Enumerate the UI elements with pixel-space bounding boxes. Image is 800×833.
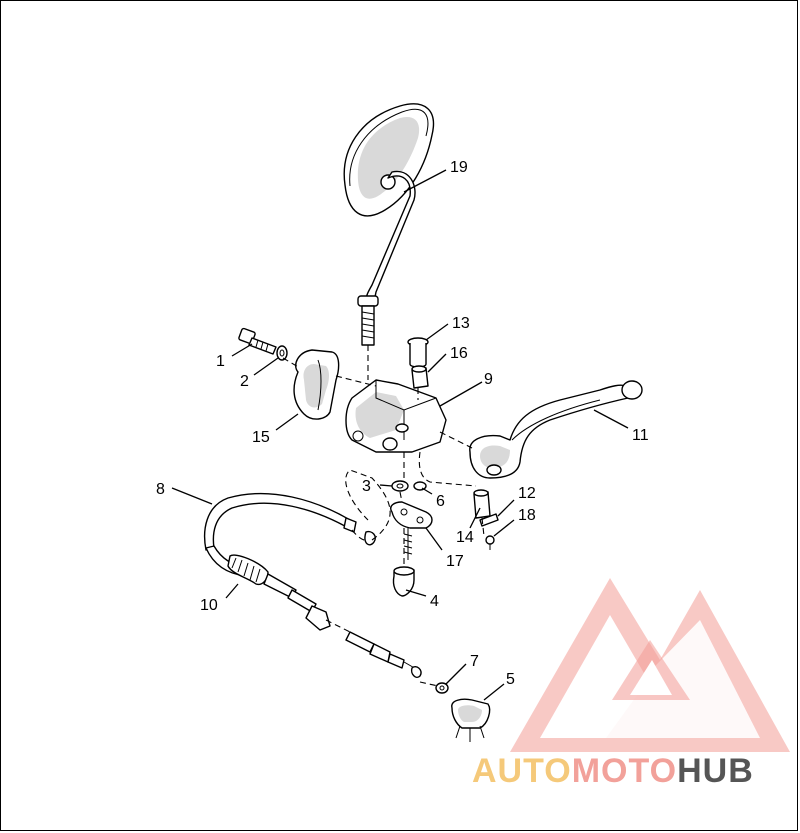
clamp-part-15 — [293, 349, 340, 420]
callout-1: 1 — [216, 353, 225, 370]
washer-part-7 — [435, 682, 449, 694]
watermark-text-moto: MOTO — [572, 752, 677, 790]
cable-adjuster-part-10 — [205, 545, 422, 678]
callout-15: 15 — [252, 429, 270, 446]
callout-16: 16 — [450, 345, 468, 362]
watermark-text-auto: AUTO — [472, 752, 572, 790]
washer-part-2 — [276, 345, 288, 361]
lever-part-11 — [469, 380, 643, 479]
callout-2: 2 — [240, 373, 249, 390]
callout-11: 11 — [632, 427, 649, 444]
svg-text:AUTOMOTOHUB: AUTOMOTOHUB — [472, 752, 754, 790]
plate-part-17 — [390, 501, 433, 560]
callout-10: 10 — [200, 597, 218, 614]
leader-lines — [171, 169, 629, 701]
callout-14: 14 — [456, 529, 474, 546]
washer-part-3 — [391, 480, 409, 492]
watermark-logo-text: AUTOMOTOHUB — [472, 752, 754, 790]
callout-9: 9 — [484, 371, 493, 388]
housing-part-9 — [345, 379, 447, 453]
callout-6: 6 — [436, 493, 445, 510]
watermark-text-hub: HUB — [677, 752, 754, 790]
pin-part-12 — [479, 513, 499, 527]
callout-3: 3 — [362, 478, 371, 495]
callout-7: 7 — [470, 653, 479, 670]
callout-18: 18 — [518, 507, 536, 524]
screw-part-18 — [485, 535, 495, 550]
bushing-part-16 — [411, 365, 429, 389]
callout-labels: 1 2 3 4 5 6 7 8 9 10 11 12 13 14 15 16 1… — [156, 159, 649, 688]
callout-13: 13 — [452, 315, 470, 332]
watermark-logo-graphic — [510, 578, 790, 752]
pin-part-13 — [407, 337, 429, 368]
nut-part-4 — [392, 566, 415, 597]
callout-12: 12 — [518, 485, 536, 502]
mirror-part-19 — [343, 103, 435, 346]
bolt-part-1 — [238, 327, 277, 355]
callout-8: 8 — [156, 481, 165, 498]
callout-17: 17 — [446, 553, 464, 570]
assembly-guide-lines — [282, 345, 485, 687]
clip-part-5 — [451, 698, 491, 742]
cable-part-8 — [203, 469, 391, 551]
callout-19: 19 — [450, 159, 468, 176]
callout-4: 4 — [430, 593, 439, 610]
callout-5: 5 — [506, 671, 515, 688]
